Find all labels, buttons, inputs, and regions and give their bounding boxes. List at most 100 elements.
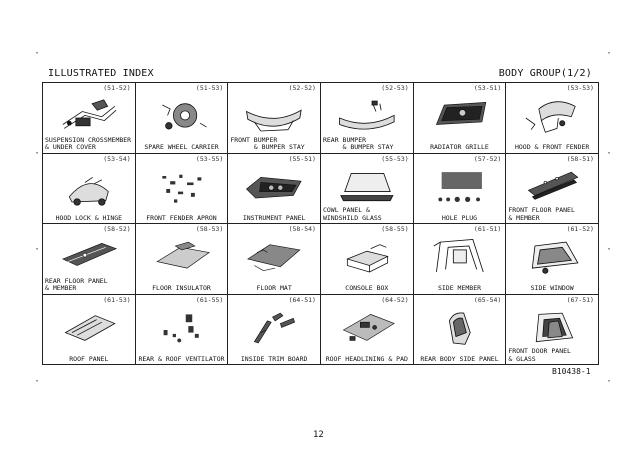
group-title: BODY GROUP(1/2): [498, 68, 592, 79]
side-member-drawing: [422, 233, 498, 279]
index-entry[interactable]: (55-51) INSTRUMENT PANEL: [228, 153, 321, 224]
page-ref[interactable]: (58-51): [566, 154, 594, 163]
rear-bumper-drawing: [329, 92, 405, 138]
spare-wheel-drawing: [144, 92, 220, 138]
page-ref[interactable]: (58-55): [381, 225, 409, 233]
crossmember-drawing: [51, 92, 127, 138]
index-entry[interactable]: (64-52) ROOF HEADLINING & PAD: [320, 294, 414, 365]
figure-reference: B10438-1: [552, 367, 591, 376]
page-ref[interactable]: (51-52): [103, 84, 131, 92]
entry-label: CONSOLE BOX: [345, 284, 389, 293]
page-ref[interactable]: (61-52): [566, 225, 594, 233]
page-ref[interactable]: (57-52): [473, 154, 502, 163]
margin-mark: ·: [34, 376, 41, 387]
index-entry[interactable]: (55-53)COWL PANEL & WINDSHILD GLASS: [320, 153, 414, 224]
page-ref[interactable]: (52-53): [381, 84, 409, 92]
index-entry[interactable]: (58-55) CONSOLE BOX: [320, 224, 414, 295]
entry-label: REAR FLOOR PANEL & MEMBER: [45, 276, 108, 293]
page-ref[interactable]: (58-52): [103, 225, 131, 233]
trim-board-drawing: [236, 304, 312, 350]
page-ref[interactable]: (61-53): [103, 295, 131, 304]
entry-label: REAR BODY SIDE PANEL: [420, 354, 499, 363]
index-entry[interactable]: (61-53) ROOF PANEL: [43, 294, 136, 365]
entry-label: FRONT FENDER APRON: [146, 213, 217, 222]
front-floor-drawing: [514, 163, 590, 209]
page-ref[interactable]: (58-53): [195, 225, 224, 233]
entry-label: SIDE MEMBER: [437, 284, 482, 293]
page-number: 12: [313, 430, 324, 440]
page-ref[interactable]: (53-53): [566, 84, 594, 92]
page-ref[interactable]: (64-52): [381, 295, 409, 304]
index-entry[interactable]: (58-51) FRONT FLOOR PANEL & MEMBER: [506, 153, 599, 224]
entry-label: SUSPENSION CROSSMEMBER & UNDER COVER: [45, 135, 132, 152]
entry-label: HOOD & FRONT FENDER: [514, 143, 590, 152]
hood-lock-drawing: [51, 163, 127, 209]
page-ref[interactable]: (55-51): [288, 154, 316, 163]
entry-label: INSIDE TRIM BOARD: [240, 354, 308, 363]
index-entry[interactable]: (61-51) SIDE MEMBER: [413, 224, 507, 295]
page-ref[interactable]: (67-51): [566, 295, 594, 304]
grille-drawing: [422, 92, 498, 138]
entry-label: FRONT BUMPER & BUMPER STAY: [230, 135, 305, 152]
entry-label: FRONT FLOOR PANEL & MEMBER: [508, 206, 575, 222]
index-entry[interactable]: (61-55) REAR & ROOF VENTILATOR: [135, 294, 229, 365]
page-ref[interactable]: (53-54): [103, 154, 131, 163]
entry-label: HOOD LOCK & HINGE: [55, 213, 123, 222]
page-ref[interactable]: (64-51): [288, 295, 316, 304]
entry-label: SIDE WINDOW: [530, 284, 574, 293]
console-box-drawing: [329, 233, 405, 279]
page-ref[interactable]: (61-51): [473, 225, 502, 233]
index-entry[interactable]: (57-52)HOLE PLUG: [413, 153, 507, 224]
index-entry[interactable]: (52-53) REAR BUMPER & BUMPER STAY: [320, 83, 414, 154]
rear-floor-drawing: [51, 233, 127, 279]
page-ref[interactable]: (53-51): [473, 84, 502, 92]
index-title: ILLUSTRATED INDEX: [48, 68, 154, 79]
index-entry[interactable]: (67-51)FRONT DOOR PANEL & GLASS: [506, 294, 599, 365]
margin-mark: ·: [606, 148, 613, 159]
index-entry[interactable]: (61-52) SIDE WINDOW: [506, 224, 599, 295]
page-ref[interactable]: (65-54): [473, 295, 502, 304]
ventilator-drawing: [144, 304, 220, 350]
page-ref[interactable]: (52-52): [288, 84, 316, 92]
entry-label: ROOF HEADLINING & PAD: [325, 354, 408, 363]
cowl-windshield-drawing: [329, 163, 405, 209]
entry-label: SPARE WHEEL CARRIER: [144, 143, 219, 152]
entry-label: INSTRUMENT PANEL: [242, 213, 306, 222]
page-ref[interactable]: (51-53): [195, 84, 224, 92]
index-entry[interactable]: (64-51) INSIDE TRIM BOARD: [228, 294, 321, 365]
page-ref[interactable]: (61-55): [195, 295, 224, 304]
margin-mark: ·: [606, 376, 613, 387]
entry-label: REAR BUMPER & BUMPER STAY: [322, 135, 394, 152]
index-entry[interactable]: (58-52) REAR FLOOR PANEL & MEMBER: [43, 224, 136, 295]
page-ref[interactable]: (55-53): [381, 154, 409, 163]
floor-insulator-drawing: [144, 233, 220, 279]
margin-mark: ·: [34, 48, 41, 59]
side-window-drawing: [514, 233, 590, 279]
margin-mark: ·: [34, 148, 41, 159]
margin-mark: ·: [606, 48, 613, 59]
hole-plug-drawing: [422, 163, 498, 209]
index-entry[interactable]: (53-53) HOOD & FRONT FENDER: [506, 83, 599, 154]
index-entry[interactable]: (51-52) SUSPENSION CROSSMEMBER & UNDER CO…: [43, 83, 136, 154]
margin-mark: ·: [34, 244, 41, 255]
floor-mat-drawing: [236, 233, 312, 279]
headlining-drawing: [329, 304, 405, 350]
index-entry[interactable]: (53-54) HOOD LOCK & HINGE: [43, 153, 136, 224]
page-ref[interactable]: (58-54): [288, 225, 316, 233]
index-entry[interactable]: (51-53) SPARE WHEEL CARRIER: [135, 83, 229, 154]
entry-label: FLOOR INSULATOR: [152, 284, 211, 293]
instrument-panel-drawing: [236, 163, 312, 209]
index-entry[interactable]: (52-52) FRONT BUMPER & BUMPER STAY: [228, 83, 321, 154]
page-ref[interactable]: (53-55): [195, 154, 224, 163]
hood-fender-drawing: [514, 92, 590, 138]
index-entry[interactable]: (58-53) FLOOR INSULATOR: [135, 224, 229, 295]
entry-label: ROOF PANEL: [69, 354, 109, 363]
entry-label: REAR & ROOF VENTILATOR: [138, 354, 225, 363]
index-entry[interactable]: (58-54)FLOOR MAT: [228, 224, 321, 295]
index-entry[interactable]: (65-54) REAR BODY SIDE PANEL: [413, 294, 507, 365]
index-entry[interactable]: (53-51) RADIATOR GRILLE: [413, 83, 507, 154]
front-bumper-drawing: [236, 92, 312, 138]
margin-mark: ·: [606, 244, 613, 255]
index-entry[interactable]: (53-55) FRONT FENDER APRON: [135, 153, 229, 224]
entry-label: RADIATOR GRILLE: [430, 143, 489, 152]
